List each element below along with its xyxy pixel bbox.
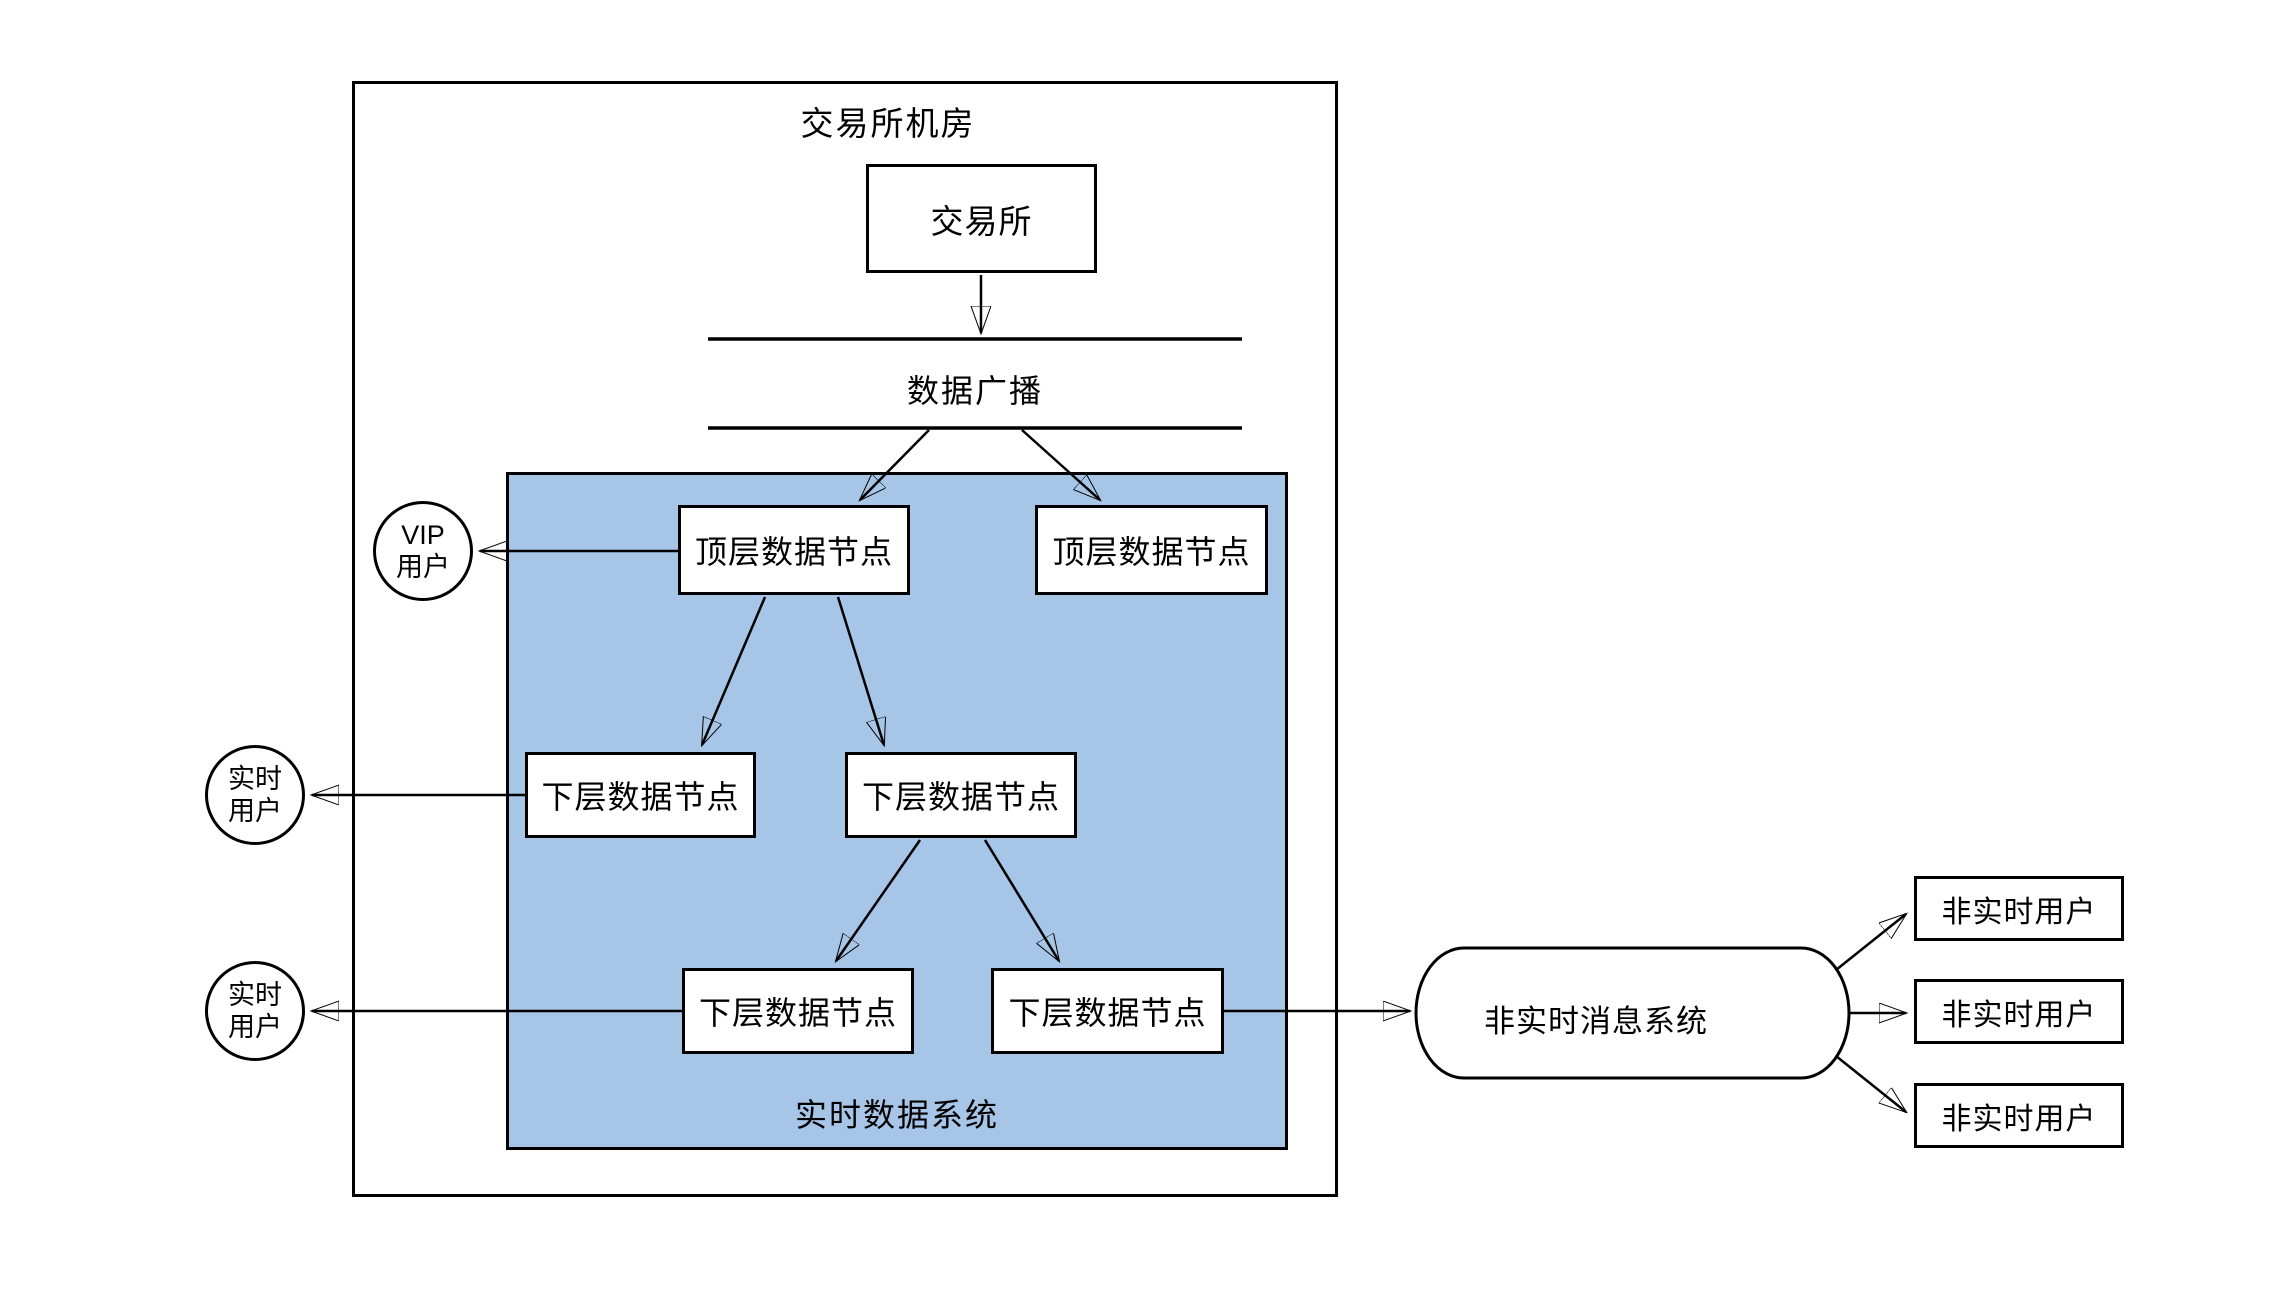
node-top-data-left: 顶层数据节点 — [678, 505, 910, 595]
node-exchange: 交易所 — [866, 164, 1097, 273]
realtime-user-circle-1: 实时 用户 — [205, 745, 305, 845]
node-lower-data-bottom-right: 下层数据节点 — [991, 968, 1224, 1054]
arrow-msg-to-nrt-user3 — [1835, 1055, 1906, 1112]
vip-user-line2: 用户 — [396, 552, 450, 582]
node-lower-data-mid-right-label: 下层数据节点 — [861, 779, 1060, 815]
exchange-room-group — [352, 81, 1338, 1197]
node-lower-data-mid-right: 下层数据节点 — [845, 752, 1077, 838]
node-lower-data-mid-left-label: 下层数据节点 — [541, 779, 740, 815]
realtime-user2-line2: 用户 — [228, 1012, 282, 1042]
non-realtime-user3-label: 非实时用户 — [1941, 1102, 2097, 1136]
node-exchange-label: 交易所 — [930, 202, 1033, 240]
vip-user-circle: VIP 用户 — [373, 501, 473, 601]
realtime-user1-line2: 用户 — [228, 796, 282, 826]
realtime-user1-line1: 实时 — [228, 763, 282, 794]
bus-label: 数据广播 — [906, 373, 1043, 409]
non-realtime-user1-label: 非实时用户 — [1941, 895, 2097, 929]
message-system-label: 非实时消息系统 — [1484, 1004, 1708, 1039]
realtime-user-circle-2: 实时 用户 — [205, 961, 305, 1061]
node-lower-data-bottom-left-label: 下层数据节点 — [698, 995, 897, 1031]
realtime-system-label: 实时数据系统 — [794, 1097, 999, 1133]
node-lower-data-mid-left: 下层数据节点 — [525, 752, 756, 838]
non-realtime-user2-label: 非实时用户 — [1941, 998, 2097, 1032]
node-top-data-right-label: 顶层数据节点 — [1052, 534, 1251, 570]
non-realtime-user-box-3: 非实时用户 — [1914, 1083, 2124, 1148]
realtime-user2-line1: 实时 — [228, 979, 282, 1010]
vip-user-line1: VIP — [401, 519, 445, 550]
node-lower-data-bottom-right-label: 下层数据节点 — [1008, 995, 1207, 1031]
node-top-data-left-label: 顶层数据节点 — [694, 534, 893, 570]
node-top-data-right: 顶层数据节点 — [1035, 505, 1268, 595]
exchange-room-title: 交易所机房 — [800, 105, 976, 142]
non-realtime-user-box-2: 非实时用户 — [1914, 979, 2124, 1044]
arrow-msg-to-nrt-user1 — [1835, 914, 1906, 971]
non-realtime-user-box-1: 非实时用户 — [1914, 876, 2124, 941]
node-lower-data-bottom-left: 下层数据节点 — [682, 968, 914, 1054]
